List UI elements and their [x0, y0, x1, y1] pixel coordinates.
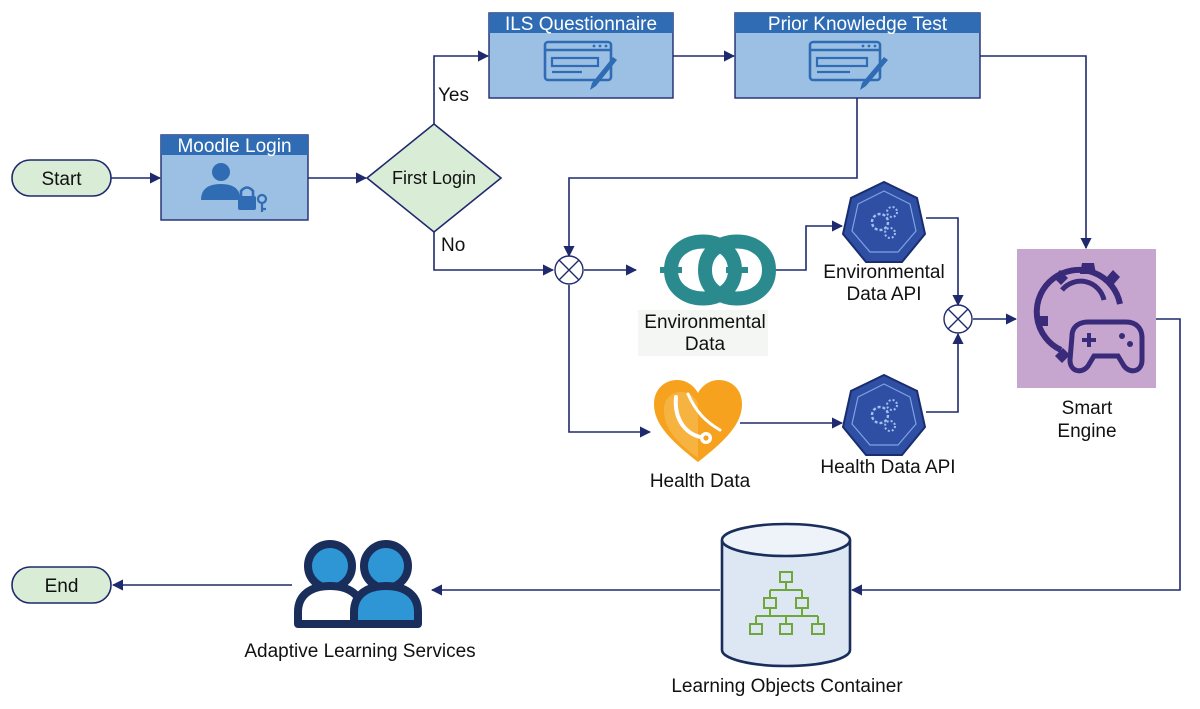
- prior-knowledge-test-box: Prior Knowledge Test: [734, 12, 981, 99]
- first-login-label: First Login: [392, 168, 476, 188]
- health-data-node: Health Data: [650, 380, 751, 492]
- start-node: Start: [11, 159, 112, 197]
- ils-questionnaire-box: ILS Questionnaire: [488, 12, 674, 99]
- edge-yes-to-ils: [433, 50, 490, 124]
- learning-objects-container-label: Learning Objects Container: [671, 676, 903, 697]
- prior-knowledge-test-label: Prior Knowledge Test: [768, 14, 948, 35]
- start-label: Start: [41, 169, 82, 190]
- adaptive-learning-services-node: Adaptive Learning Services: [244, 540, 476, 662]
- smart-engine-node: Smart Engine: [1017, 249, 1156, 442]
- environmental-data-label-line2: Data: [685, 334, 726, 355]
- form-edit-icon: [543, 40, 617, 90]
- edge-env-api-to-merge2: [926, 217, 964, 307]
- environmental-data-node: Environmental Data: [638, 234, 777, 356]
- moodle-login-box: Moodle Login: [160, 134, 309, 221]
- api-gear-icon: [841, 180, 927, 263]
- environmental-data-label-line1: Environmental: [644, 312, 765, 333]
- gear-gamepad-icon: [1033, 263, 1145, 374]
- learning-objects-container-node: Learning Objects Container: [671, 522, 903, 697]
- environmental-data-api-label-line2: Data API: [847, 284, 922, 305]
- moodle-login-label: Moodle Login: [177, 136, 291, 157]
- merge-node-2: [943, 304, 973, 334]
- edge-merge-to-health-data: [568, 285, 652, 438]
- heart-stethoscope-icon: [654, 380, 742, 462]
- end-label: End: [45, 576, 79, 597]
- edge-env-data-to-env-api: [770, 220, 844, 271]
- users-icon: [294, 540, 422, 628]
- health-data-label: Health Data: [650, 471, 751, 492]
- edge-label-yes: Yes: [438, 85, 469, 106]
- edge-prior-test-to-merge: [563, 98, 858, 258]
- adaptive-learning-services-label: Adaptive Learning Services: [244, 641, 475, 662]
- database-tree-icon: [720, 522, 852, 668]
- environmental-data-api-label-line1: Environmental: [823, 262, 944, 283]
- smart-engine-label-line2: Engine: [1057, 421, 1116, 442]
- health-data-api-label: Health Data API: [820, 457, 955, 478]
- edge-label-no: No: [441, 235, 465, 256]
- health-data-api-node: Health Data API: [820, 373, 956, 478]
- environmental-data-api-node: Environmental Data API: [823, 180, 945, 305]
- edge-engine-to-container: [850, 318, 1181, 596]
- ils-questionnaire-label: ILS Questionnaire: [505, 14, 657, 35]
- form-edit-icon: [808, 40, 888, 90]
- smart-engine-label-line1: Smart: [1062, 398, 1113, 419]
- arduino-icon: [660, 234, 777, 306]
- edges: [111, 50, 1181, 596]
- end-node: End: [11, 566, 112, 604]
- edge-health-api-to-merge2: [926, 332, 964, 413]
- edge-no-to-merge: [433, 232, 555, 276]
- edge-prior-test-to-engine: [980, 55, 1092, 250]
- merge-node-1: [554, 255, 584, 285]
- user-lock-icon: [201, 163, 268, 212]
- api-gear-icon: [841, 373, 927, 456]
- first-login-decision: First Login: [365, 122, 503, 234]
